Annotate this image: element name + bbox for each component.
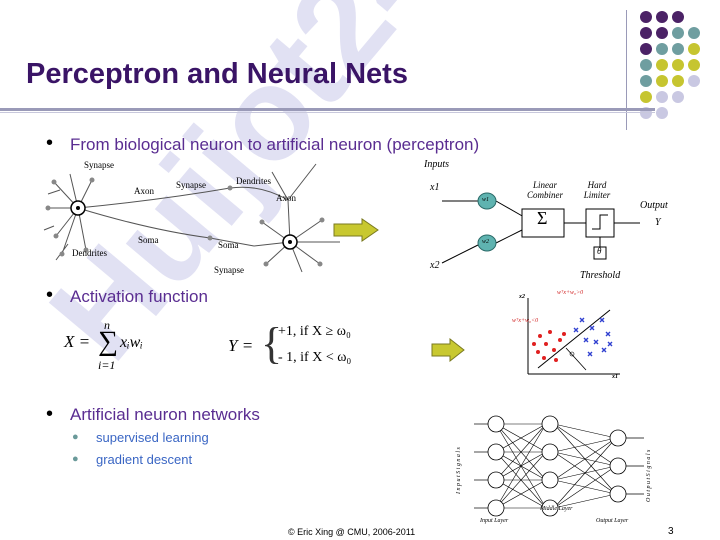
input-signals-label: I n p u t S i g n a l s <box>456 447 462 494</box>
perceptron-theta: θ <box>597 246 602 256</box>
slide-title: Perceptron and Neural Nets <box>26 58 408 90</box>
perceptron-x1: x1 <box>430 182 440 193</box>
title-divider-thin <box>0 112 655 113</box>
perceptron-limiter-label: Hard Limiter <box>583 180 611 200</box>
dot <box>656 59 668 71</box>
dot <box>672 43 684 55</box>
label-synapse-3: Synapse <box>214 265 244 275</box>
plot-eq-positive: wᵀx+w₀>0 <box>557 290 584 296</box>
dot <box>672 59 684 71</box>
bullet-dot: • <box>46 403 54 425</box>
label-dendrites-1: Dendrites <box>236 176 271 186</box>
activation-term: xᵢwᵢ <box>120 334 143 351</box>
brace-icon: { <box>261 319 283 368</box>
dot <box>640 75 652 87</box>
footer-copyright: © Eric Xing @ CMU, 2006-2011 <box>288 527 416 537</box>
dot <box>640 59 652 71</box>
dot <box>688 59 700 71</box>
bullet-perceptron: From biological neuron to artificial neu… <box>70 135 480 154</box>
dot <box>672 91 684 103</box>
activation-y-lhs: Y = <box>228 336 254 355</box>
bullet-dot: • <box>46 132 54 154</box>
perceptron-x2: x2 <box>430 260 440 271</box>
label-dendrites-2: Dendrites <box>72 248 107 258</box>
perceptron-w1: w1 <box>482 197 490 203</box>
dot <box>688 43 700 55</box>
perceptron-output-label: Output <box>640 200 668 211</box>
dot <box>656 91 668 103</box>
title-divider <box>0 108 655 111</box>
label-soma-1: Soma <box>138 235 159 245</box>
sum-lower-limit: i=1 <box>98 358 116 372</box>
perceptron-w2: w2 <box>482 239 490 245</box>
dot <box>672 11 684 23</box>
dot <box>688 27 700 39</box>
perceptron-threshold-label: Threshold <box>580 270 621 281</box>
dot <box>640 91 652 103</box>
activation-case-1: +1, if X ≥ ω₀ <box>278 324 351 339</box>
arrow-right-icon <box>431 338 465 362</box>
output-signals-label: O u t p u t S i g n a l s <box>646 449 652 502</box>
perceptron-combiner-label: Linear Combiner <box>527 180 563 200</box>
activation-x-lhs: X = <box>64 332 91 351</box>
label-soma-2: Soma <box>218 240 239 250</box>
dot <box>656 43 668 55</box>
input-layer-label: Input Layer <box>480 518 509 524</box>
perceptron-diagram <box>441 192 640 264</box>
neural-network-diagram <box>474 415 644 517</box>
label-axon-2: Axon <box>276 193 296 203</box>
plot-eq-negative: wᵀx+w₀<0 <box>512 318 539 324</box>
label-synapse-2: Synapse <box>176 180 206 190</box>
middle-layer-label: Middle Layer <box>540 506 573 512</box>
dot <box>656 27 668 39</box>
activation-case-2: - 1, if X < ω₀ <box>278 350 352 365</box>
perceptron-output-var: Y <box>655 217 661 228</box>
label-synapse-1: Synapse <box>84 160 114 170</box>
dot <box>640 27 652 39</box>
perceptron-inputs-label: Inputs <box>424 159 449 170</box>
bullet-networks: Artificial neuron networks <box>70 405 260 424</box>
dot <box>672 75 684 87</box>
linear-classifier-plot <box>527 298 620 375</box>
sub-bullet-dot: ● <box>72 453 79 465</box>
plot-x1-label: x1 <box>612 374 618 380</box>
dot <box>688 75 700 87</box>
dot <box>656 11 668 23</box>
page-number: 3 <box>668 526 674 537</box>
dot <box>640 11 652 23</box>
sub-bullet-dot: ● <box>72 431 79 443</box>
biological-neuron-diagram <box>43 163 340 273</box>
dot <box>672 27 684 39</box>
sub-bullet-supervised: supervised learning <box>96 430 209 445</box>
plot-x2-label: x2 <box>519 294 525 300</box>
arrow-right-icon <box>333 218 379 242</box>
sum-upper-limit: n <box>104 318 110 332</box>
bullet-activation: Activation function <box>70 287 208 306</box>
bullet-dot: • <box>46 284 54 306</box>
sigma-icon: Σ <box>537 208 548 228</box>
dot <box>656 107 668 119</box>
sub-bullet-gradient: gradient descent <box>96 452 193 467</box>
summation-icon: ∑ <box>98 326 118 357</box>
dot <box>640 43 652 55</box>
output-layer-label: Output Layer <box>596 518 629 524</box>
label-axon-1: Axon <box>134 186 154 196</box>
vertical-rule <box>626 10 627 130</box>
dot <box>656 75 668 87</box>
